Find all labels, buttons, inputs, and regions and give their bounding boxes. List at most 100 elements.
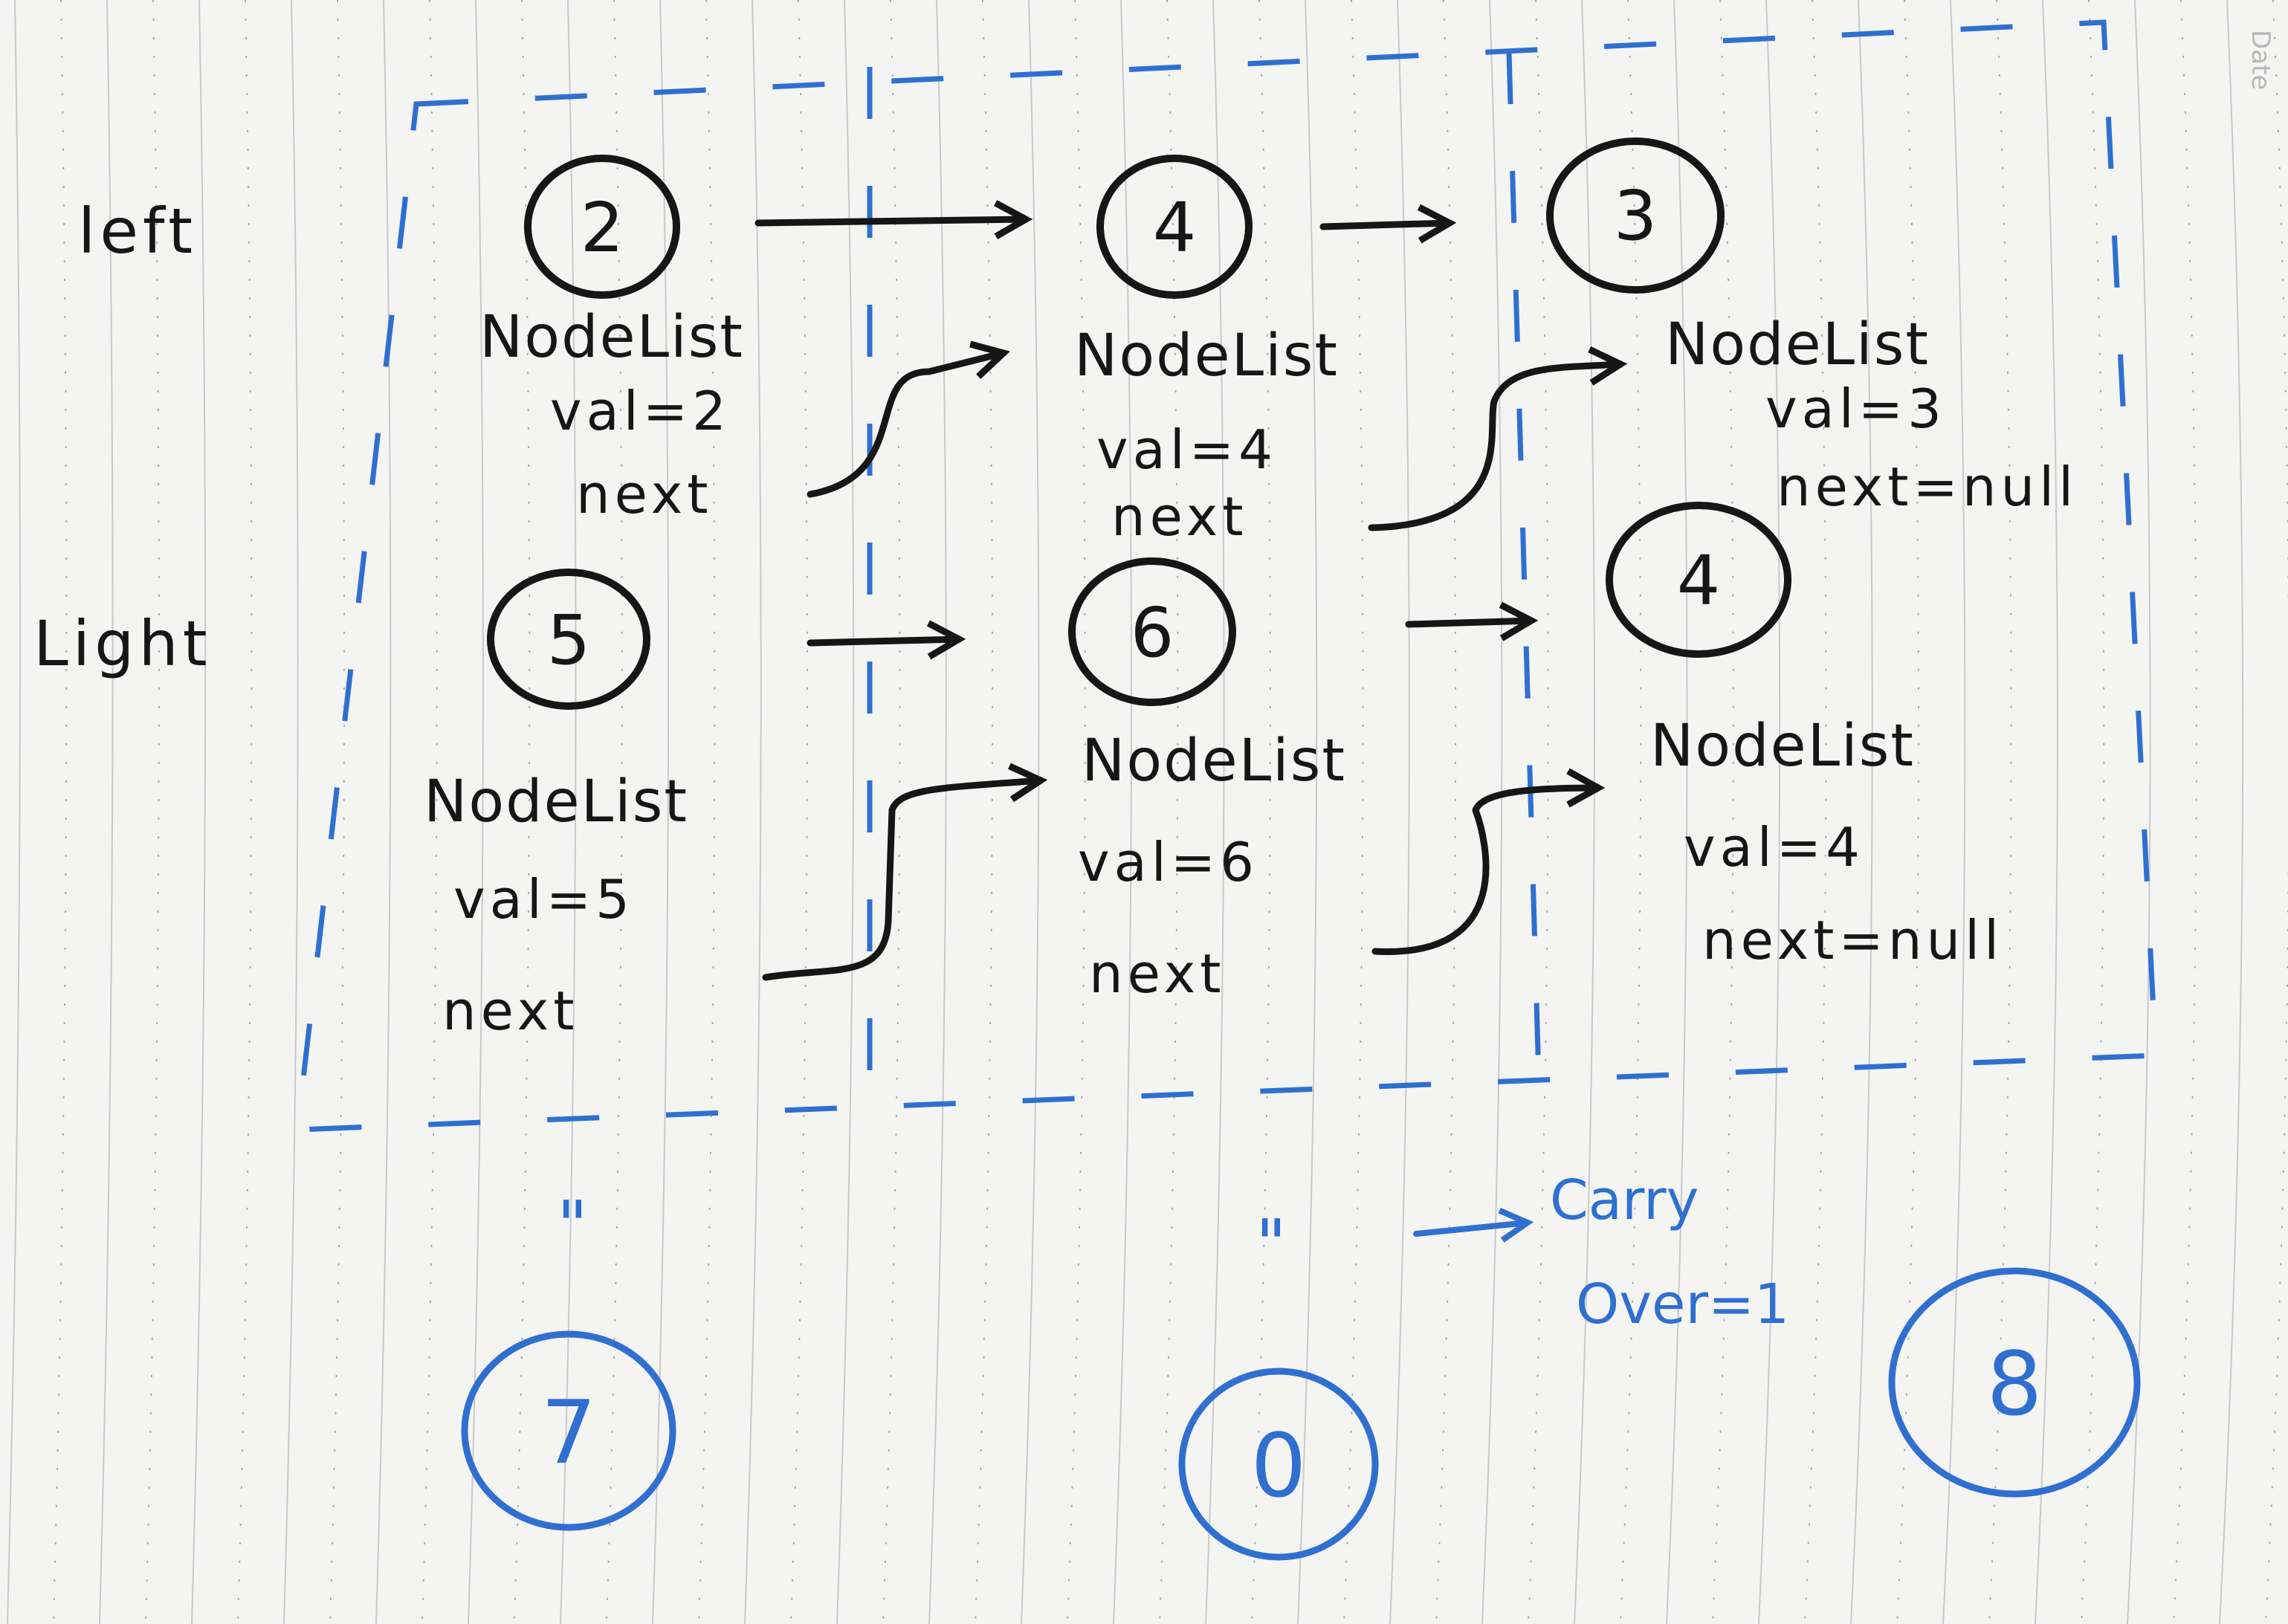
next-pointer-arrow [1368,364,1620,531]
node-next-label: next=null [1702,909,2003,971]
node-circle [1096,155,1253,299]
equals-mark: " [557,1187,587,1265]
ruling-line [790,0,808,1624]
carry-arrow [1413,1223,1528,1234]
result-digit-3: 8 [1888,1267,2141,1498]
ruling-line [1435,0,1457,1624]
node-value: 4 [1677,541,1721,621]
node-next-label: next [576,463,713,525]
ruling-line [1850,0,1873,1624]
ruling-line [1343,0,1364,1624]
node-value: 2 [581,188,624,268]
result-circle [461,1330,676,1531]
ruling-line [1528,0,1549,1624]
node-val-label: val=6 [1078,831,1258,893]
ruling-line [975,0,994,1624]
node-next-label: next [442,980,579,1042]
ruling-line [1896,0,1920,1624]
result-value: 7 [540,1381,596,1484]
node-type-label: NodeList [1665,311,1930,378]
link-arrow [807,639,959,643]
carry-note-line-2: Over=1 [1576,1272,1789,1336]
link-arrow [754,219,1026,223]
node-val-label: val=3 [1765,378,1946,440]
ruling-line [375,0,392,1624]
node-value: 4 [1153,188,1197,268]
node-val-label: val=4 [1096,418,1277,481]
list-right: 5 NodeList val=5 next 6 NodeList val=6 n… [424,502,2003,1042]
node-type-label: NodeList [1082,728,1346,795]
node-type-label: NodeList [424,769,688,835]
notebook-ruling [7,0,2288,1624]
ruling-line [1113,0,1133,1624]
ruling-line [53,0,68,1624]
ruling-line [99,0,114,1624]
node-type-label: NodeList [1650,713,1915,780]
ruling-line [606,0,623,1624]
result-value: 8 [1986,1333,2042,1435]
node-circle [1068,557,1236,706]
node-val-label: val=5 [453,868,634,931]
ruling-line [2081,0,2105,1624]
ruling-line [1666,0,1688,1624]
row-label-left: left [78,195,197,268]
ruling-line [1481,0,1503,1624]
carry-note-line-1: Carry [1550,1168,1699,1232]
ruling-line [7,0,22,1624]
ruling-line [698,0,716,1624]
ruling-line [1804,0,1827,1624]
list-frame [294,19,2159,1133]
ruling-line [2173,0,2197,1624]
ruling-line [421,0,438,1624]
equals-mark: " [1256,1206,1286,1284]
node-circle [524,155,680,299]
node-circle [487,569,650,710]
ruling-line [2035,0,2058,1624]
result-digit-2: 0 [1178,1368,1379,1561]
result-circle [1178,1368,1379,1561]
next-pointer-arrow [762,780,1041,981]
ruling-line [1758,0,1781,1624]
ruling-line [283,0,299,1624]
result-value: 0 [1250,1414,1306,1517]
ruling-line [882,0,901,1624]
ruling-line [1988,0,2012,1624]
node-next-label: next [1089,942,1226,1005]
ruling-line [652,0,670,1624]
node-next-label: next [1111,485,1248,548]
node-val-label: val=4 [1684,816,1864,879]
node-circle [1546,138,1725,294]
next-pointer-arrow [807,353,1004,498]
node-right-2: 6 NodeList val=6 next [1068,557,1346,1005]
node-left-1: 2 NodeList val=2 next [479,155,743,525]
link-arrow [1319,223,1450,227]
ruling-line [836,0,855,1624]
list-left: 2 NodeList val=2 next 4 NodeList val=4 n… [479,138,2078,548]
ruling-line [560,0,577,1624]
node-value: 6 [1131,593,1174,673]
ruling-line [1205,0,1225,1624]
row-label-right: Light [33,607,212,680]
ruling-line [2219,0,2244,1624]
result-digit-1: 7 [461,1330,676,1531]
ruling-line [2265,0,2288,1624]
ruling-line [1574,0,1595,1624]
ruling-line [744,0,762,1624]
ruling-line [1712,0,1734,1624]
ruling-line [1021,0,1040,1624]
node-next-label: next=null [1777,456,2078,518]
link-arrow [1405,621,1531,624]
corner-text: Date [2246,30,2275,90]
ruling-line [514,0,531,1624]
ruling-line [1159,0,1179,1624]
node-left-2: 4 NodeList val=4 next [1074,155,1339,548]
ruling-line [191,0,207,1624]
ruling-line [1942,0,1966,1624]
ruling-line [468,0,484,1624]
node-type-label: NodeList [1074,323,1339,389]
node-right-3: 4 NodeList val=4 next=null [1606,502,2003,971]
node-left-3: 3 NodeList val=3 next=null [1546,138,2078,518]
ruling-line [145,0,160,1624]
result-row: " " Carry Over=1 7 0 8 [461,1168,2141,1561]
ruling-line [237,0,253,1624]
